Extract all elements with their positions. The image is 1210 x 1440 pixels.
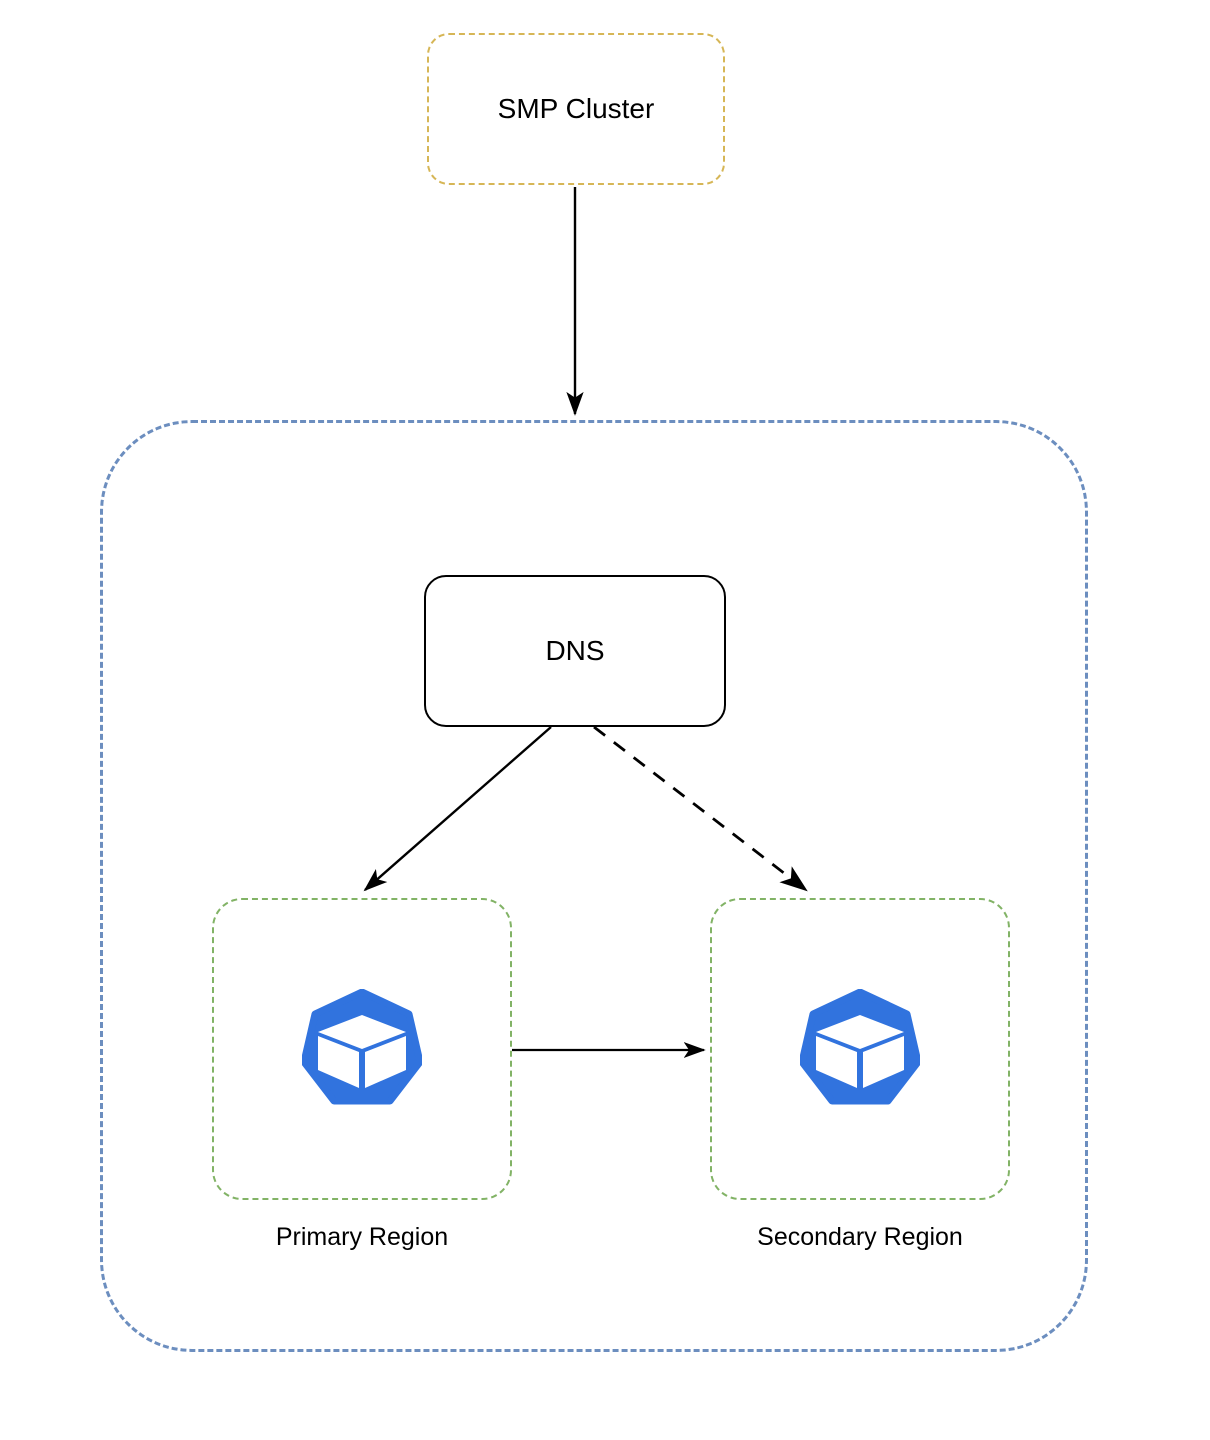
primary-region-node[interactable] bbox=[212, 898, 512, 1200]
smp-cluster-node[interactable] bbox=[427, 33, 725, 185]
smp-cluster-label: SMP Cluster bbox=[497, 93, 655, 124]
kubernetes-icon bbox=[800, 989, 920, 1105]
cloud-container-node[interactable] bbox=[100, 420, 1088, 1352]
secondary-region-label: Secondary Region bbox=[757, 1223, 963, 1251]
secondary-region-node[interactable] bbox=[710, 898, 1010, 1200]
dns-node[interactable] bbox=[424, 575, 726, 727]
kubernetes-icon bbox=[302, 989, 422, 1105]
dns-label: DNS bbox=[545, 635, 605, 666]
primary-region-label: Primary Region bbox=[275, 1223, 449, 1251]
